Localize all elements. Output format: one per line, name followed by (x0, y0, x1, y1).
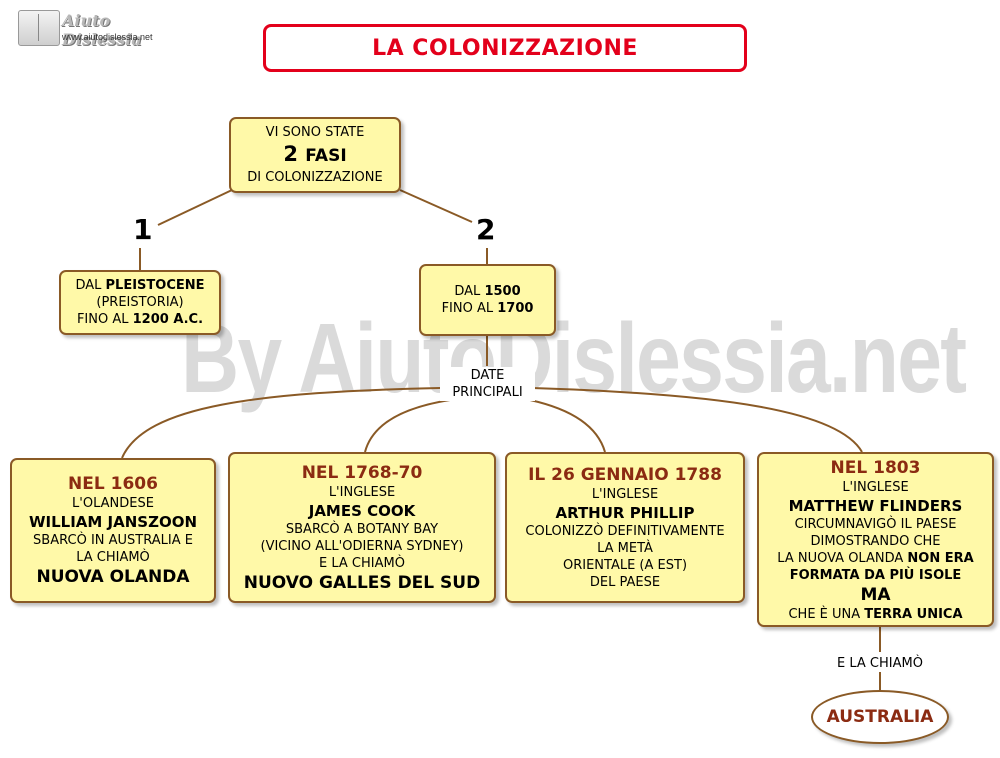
logo-url: www.aiutodislessia.net (62, 32, 153, 42)
australia-oval: AUSTRALIA (811, 690, 949, 744)
phase1-line1: DAL PLEISTOCENE (75, 278, 205, 293)
phase2-line1: DAL 1500 (454, 284, 521, 299)
dates-label: DATE PRINCIPALI (440, 367, 535, 401)
page-title: LA COLONIZZAZIONE (372, 35, 638, 61)
final-link-label: E LA CHIAMÒ (820, 655, 940, 672)
connector-dates-event1 (121, 387, 441, 459)
event-node-1788: IL 26 GENNAIO 1788 L'INGLESE ARTHUR PHIL… (505, 452, 745, 603)
title-box: LA COLONIZZAZIONE (263, 24, 747, 72)
event-date: NEL 1606 (68, 474, 158, 494)
australia-label: AUSTRALIA (826, 707, 934, 727)
event-node-1768: NEL 1768-70 L'INGLESE JAMES COOK SBARCÒ … (228, 452, 496, 603)
phase2-node: DAL 1500 FINO AL 1700 (419, 264, 556, 336)
event-date: IL 26 GENNAIO 1788 (528, 465, 722, 485)
connector-root-2 (399, 189, 473, 223)
phase1-line2: (PREISTORIA) (96, 295, 184, 310)
event-result: NUOVO GALLES DEL SUD (243, 572, 481, 593)
phase1-node: DAL PLEISTOCENE (PREISTORIA) FINO AL 120… (59, 270, 221, 335)
connector-dates-event2 (364, 399, 451, 453)
site-logo: Aiuto Dislessia www.aiutodislessia.net (18, 10, 173, 49)
book-icon (18, 10, 60, 46)
root-line3: DI COLONIZZAZIONE (247, 170, 383, 185)
root-line1: VI SONO STATE (265, 125, 365, 140)
event-person: MATTHEW FLINDERS (788, 496, 963, 515)
connector-dates-event3 (529, 399, 606, 453)
event-person: WILLIAM JANSZOON (28, 513, 198, 531)
root-line2: 2 FASI (283, 142, 347, 166)
event-date: NEL 1768-70 (301, 462, 423, 483)
phase1-line3: FINO AL 1200 A.C. (76, 312, 204, 327)
branch-number-2: 2 (476, 213, 496, 246)
branch-number-1: 1 (133, 213, 153, 246)
event-person: JAMES COOK (308, 501, 416, 520)
connector-root-1 (157, 189, 233, 226)
event-ma: MA (860, 584, 891, 605)
event-result: NUOVA OLANDA (36, 567, 190, 587)
connector-dates-event4 (531, 387, 863, 453)
logo-name: Aiuto Dislessia (62, 11, 142, 49)
event-person: ARTHUR PHILLIP (555, 504, 695, 522)
root-node: VI SONO STATE 2 FASI DI COLONIZZAZIONE (229, 117, 401, 193)
event-date: NEL 1803 (830, 457, 921, 478)
event-node-1803: NEL 1803 L'INGLESE MATTHEW FLINDERS CIRC… (757, 452, 994, 627)
phase2-line2: FINO AL 1700 (441, 301, 534, 316)
event-node-1606: NEL 1606 L'OLANDESE WILLIAM JANSZOON SBA… (10, 458, 216, 603)
